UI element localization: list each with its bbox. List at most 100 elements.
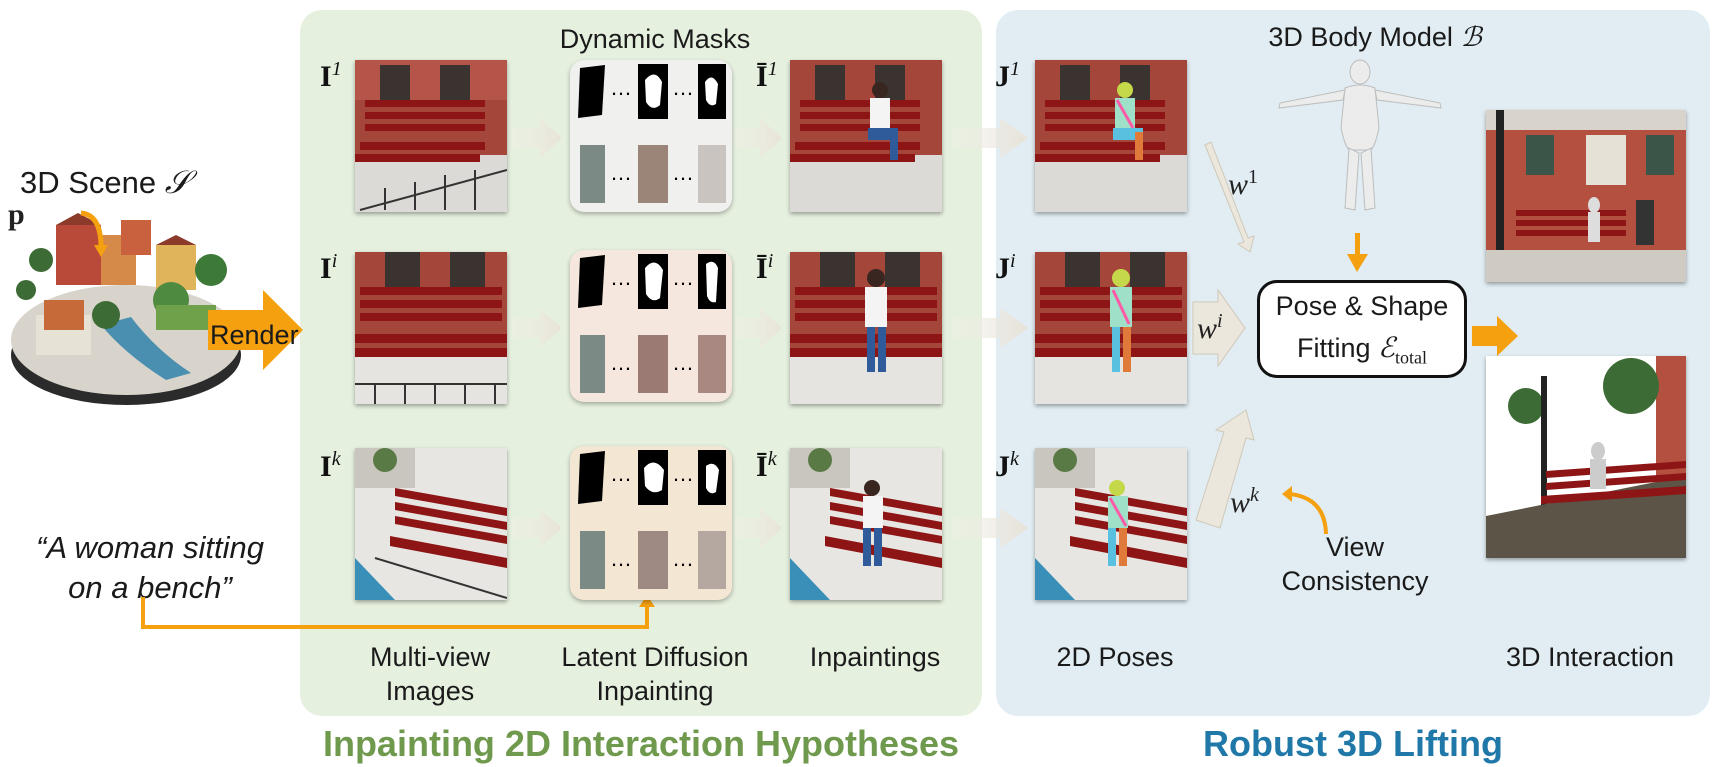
svg-text:…: … [610, 75, 632, 100]
body-model-symbol: ℬ [1460, 22, 1482, 52]
inpainting-image-1 [790, 60, 942, 212]
inpainting-image-2 [790, 252, 942, 404]
weight-label-2: wi [1197, 310, 1223, 346]
prompt-arrow [141, 595, 655, 629]
inpainting-image-3 [790, 448, 942, 600]
input-symbol-2: I [320, 252, 332, 285]
prompt-line-1: “A woman sitting [36, 530, 264, 565]
inpainting-section-title: Inpainting 2D Interaction Hypotheses [322, 723, 960, 764]
svg-text:…: … [672, 265, 694, 290]
input-label-3: Ik [320, 448, 341, 484]
input-symbol-3: I [320, 450, 332, 483]
text-prompt: “A woman sitting on a bench” [10, 528, 290, 608]
bench-image-icon [355, 448, 507, 600]
human-body-model-icon [1278, 59, 1442, 211]
label-latent-diffusion: Latent Diffusion Inpainting [535, 640, 775, 708]
label-inpaintings: Inpaintings [809, 642, 941, 672]
mask-row-3: … … … … [578, 450, 726, 589]
inpaint-sup-2: i [767, 250, 774, 272]
multiview-image-1 [355, 60, 507, 212]
venice-scene-icon [11, 210, 241, 405]
inpaint-label-1: Ī1 [756, 58, 778, 94]
point-label: p [8, 198, 25, 231]
render-arrow [208, 290, 303, 370]
label-2d-poses: 2D Poses [1056, 642, 1174, 672]
weight-sup-1: 1 [1248, 166, 1259, 188]
pose-symbol-1: J [995, 60, 1010, 93]
svg-text:…: … [610, 546, 632, 571]
svg-text:…: … [672, 160, 694, 185]
pose-image-1 [1035, 60, 1187, 212]
pose-sup-1: 1 [1010, 58, 1020, 80]
label-3d-interaction: 3D Interaction [1505, 642, 1675, 672]
pose-shape-fitting-box: Pose & Shape Fitting ℰtotal [1257, 280, 1467, 378]
weight-w-2: w [1197, 312, 1218, 345]
input-label-2: Ii [320, 250, 337, 286]
mask-row-1: … … … … [578, 64, 726, 203]
svg-text:…: … [610, 160, 632, 185]
lifting-section-title: Robust 3D Lifting [1203, 723, 1503, 764]
svg-text:…: … [672, 75, 694, 100]
label-multiview-images: Multi-view Images [340, 640, 520, 708]
svg-text:…: … [610, 461, 632, 486]
fit-box-energy: ℰ [1378, 333, 1395, 364]
input-sup-2: i [331, 250, 338, 272]
inpaint-symbol-1: Ī [756, 60, 768, 93]
interaction-image-2 [1486, 356, 1686, 558]
weight-sup-2: i [1217, 310, 1223, 332]
scene-title: 3D Scene 𝒮 [20, 164, 280, 202]
render-label: Render [210, 320, 299, 350]
inpaint-label-2: Īi [756, 250, 773, 286]
pose-label-3: Jk [995, 448, 1019, 484]
interaction-image-1 [1486, 110, 1686, 282]
dynamic-masks-header: Dynamic Masks [559, 24, 751, 54]
scene-symbol: 𝒮 [164, 164, 190, 200]
weight-label-1: w1 [1228, 166, 1258, 202]
weight-w-1: w [1228, 168, 1249, 201]
view-consistency-line2: Consistency [1281, 566, 1429, 596]
inpaint-symbol-3: Ī [756, 450, 768, 483]
inpaint-sup-3: k [767, 448, 777, 470]
svg-text:…: … [672, 461, 694, 486]
body-model-text: 3D Body Model [1268, 22, 1453, 52]
pose-image-2 [1035, 252, 1187, 404]
input-sup-3: k [331, 448, 341, 470]
svg-text:…: … [610, 350, 632, 375]
label-multiview-line2: Images [385, 676, 475, 706]
pose-symbol-3: J [995, 450, 1010, 483]
pose-image-3 [1035, 448, 1187, 600]
multiview-image-3 [355, 448, 507, 600]
input-sup-1: 1 [331, 58, 342, 80]
dynamic-masks-grid: … … … … … … … … … … … … [578, 64, 726, 589]
pose-sup-3: k [1010, 448, 1019, 470]
label-multiview-line1: Multi-view [369, 642, 490, 672]
input-symbol-1: I [320, 60, 332, 93]
fit-box-line1: Pose & Shape [1275, 291, 1449, 321]
scene-title-text: 3D Scene [20, 165, 157, 200]
label-diffusion-line1: Latent Diffusion [561, 642, 749, 672]
pose-label-1: J1 [995, 58, 1020, 94]
inpaint-label-3: Īk [756, 448, 777, 484]
svg-text:…: … [610, 265, 632, 290]
prompt-line-2: on a bench” [68, 570, 232, 605]
bench-image-icon [355, 252, 507, 404]
view-consistency-label: View Consistency [1255, 530, 1455, 598]
fit-box-energy-sub: total [1395, 347, 1427, 368]
multiview-image-2 [355, 252, 507, 404]
fit-box-line2: Fitting ℰtotal [1260, 331, 1464, 368]
weight-label-3: wk [1230, 484, 1259, 520]
input-label-1: I1 [320, 58, 342, 94]
weight-w-3: w [1230, 486, 1251, 519]
label-diffusion-line2: Inpainting [596, 676, 714, 706]
pose-symbol-2: J [995, 252, 1010, 285]
svg-text:…: … [672, 350, 694, 375]
inpaint-sup-1: 1 [767, 58, 778, 80]
pose-sup-2: i [1010, 250, 1016, 272]
svg-text:…: … [672, 546, 694, 571]
bench-image-icon [355, 60, 507, 212]
pose-label-2: Ji [995, 250, 1016, 286]
fit-box-fitting-text: Fitting [1297, 333, 1371, 363]
inpaint-symbol-2: Ī [756, 252, 768, 285]
weight-sup-3: k [1250, 484, 1259, 506]
